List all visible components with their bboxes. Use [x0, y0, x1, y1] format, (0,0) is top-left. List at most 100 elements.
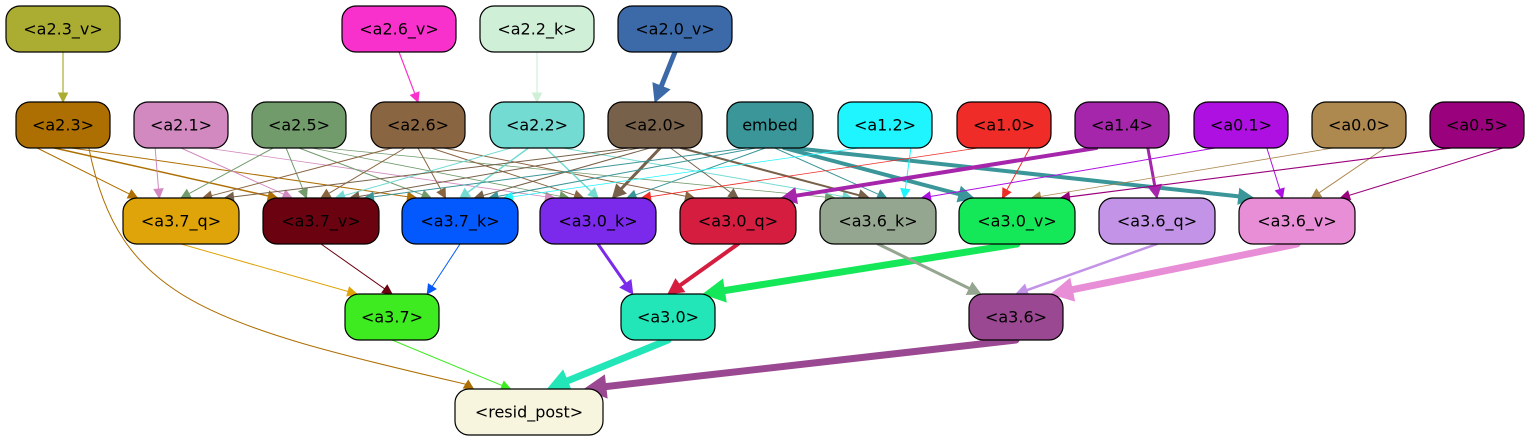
node-a2-6-v[interactable]: <a2.6_v> — [341, 5, 457, 53]
node-label: <a1.0> — [973, 116, 1035, 135]
node-resid-post[interactable]: <resid_post> — [454, 388, 604, 436]
edge-line — [1266, 147, 1281, 190]
node-label: <a2.0_v> — [635, 20, 715, 40]
node-box — [454, 388, 604, 436]
edge-line — [497, 147, 757, 197]
node-label: <a3.7_v> — [281, 212, 361, 232]
edge-line — [1025, 242, 1159, 292]
node-a2-2[interactable]: <a2.2> — [489, 101, 585, 149]
node-a3-7-q[interactable]: <a3.7_q> — [122, 197, 240, 245]
node-box — [726, 101, 814, 149]
node-box — [956, 101, 1052, 149]
node-box — [133, 101, 229, 149]
node-label: <a2.0> — [624, 116, 686, 135]
edge-line — [876, 242, 971, 290]
node-label: <a2.3> — [32, 116, 94, 135]
node-a1-4[interactable]: <a1.4> — [1074, 101, 1170, 149]
edge-a2-2-to-a3-0-k — [544, 147, 599, 199]
edge-arrowhead — [702, 278, 727, 303]
edge-line — [398, 51, 416, 95]
edge-line — [1318, 147, 1386, 194]
edge-line — [88, 147, 467, 385]
node-a1-2[interactable]: <a1.2> — [837, 101, 933, 149]
node-label: <a3.6_q> — [1117, 212, 1197, 232]
node-box — [1193, 101, 1289, 149]
edge-a2-3-v-to-a2-3 — [57, 51, 69, 104]
node-label: <a3.0> — [637, 308, 699, 327]
node-box — [968, 293, 1064, 341]
edge-line — [180, 243, 349, 293]
edge-a1-2-to-a3-6-k — [900, 147, 912, 200]
edge-arrowhead — [320, 188, 332, 199]
edge-line — [602, 336, 1020, 391]
edge-arrowhead — [426, 283, 437, 295]
edge-a0-5-to-a3-0-v — [1059, 147, 1452, 203]
edge-line — [1039, 147, 1334, 197]
edge-arrowhead — [409, 91, 420, 104]
edge-line — [210, 147, 393, 197]
edge-a2-2-to-a3-7-k — [459, 147, 530, 199]
node-a0-1[interactable]: <a0.1> — [1193, 101, 1289, 149]
node-a1-0[interactable]: <a1.0> — [956, 101, 1052, 149]
node-box — [5, 5, 121, 53]
node-a3-7-k[interactable]: <a3.7_k> — [401, 197, 519, 245]
edge-a2-1-to-a3-7-q — [153, 147, 164, 200]
edge-line — [391, 339, 503, 387]
edge-line — [154, 147, 160, 190]
node-box — [370, 101, 466, 149]
node-box — [958, 197, 1076, 245]
node-a0-5[interactable]: <a0.5> — [1429, 101, 1525, 149]
node-a2-6[interactable]: <a2.6> — [370, 101, 466, 149]
node-a3-6-v[interactable]: <a3.6_v> — [1238, 197, 1356, 245]
edge-a2-6-v-to-a2-6 — [398, 51, 420, 104]
edge-line — [320, 243, 386, 290]
node-a2-3[interactable]: <a2.3> — [15, 101, 111, 149]
node-a2-5[interactable]: <a2.5> — [251, 101, 347, 149]
edge-arrowhead — [1001, 187, 1012, 199]
edge-line — [1146, 146, 1157, 188]
node-a3-6-k[interactable]: <a3.6_k> — [819, 197, 937, 245]
node-label: <a2.2_k> — [497, 20, 576, 40]
node-a3-6[interactable]: <a3.6> — [968, 293, 1064, 341]
node-a2-0[interactable]: <a2.0> — [607, 101, 703, 149]
node-a2-1[interactable]: <a2.1> — [133, 101, 229, 149]
node-label: <a2.5> — [268, 116, 330, 135]
node-a2-0-v[interactable]: <a2.0_v> — [617, 5, 733, 53]
edge-line — [71, 147, 409, 198]
node-box — [251, 101, 347, 149]
node-label: <a2.2> — [506, 116, 568, 135]
node-a2-3-v[interactable]: <a2.3_v> — [5, 5, 121, 53]
node-a3-7[interactable]: <a3.7> — [344, 293, 440, 341]
edge-arrowhead — [652, 82, 671, 103]
node-a3-0[interactable]: <a3.0> — [620, 293, 716, 341]
node-label: <a3.7_q> — [141, 212, 221, 232]
node-box — [837, 101, 933, 149]
node-label: <a3.6> — [985, 308, 1047, 327]
node-embed[interactable]: embed — [726, 101, 814, 149]
node-a3-0-v[interactable]: <a3.0_v> — [958, 197, 1076, 245]
edge-arrowhead — [153, 188, 164, 200]
node-a3-6-q[interactable]: <a3.6_q> — [1098, 197, 1216, 245]
node-a3-0-k[interactable]: <a3.0_k> — [539, 197, 657, 245]
edge-line — [285, 147, 304, 191]
edge-arrowhead — [297, 187, 308, 200]
edge-line — [794, 146, 1099, 198]
edge-arrowhead — [459, 187, 472, 199]
node-box — [401, 197, 519, 245]
edge-line — [720, 240, 1021, 295]
node-label: <resid_post> — [475, 403, 583, 423]
edge-arrowhead — [727, 188, 739, 199]
edge-a0-5-to-a3-6-v — [1339, 147, 1504, 201]
edge-a3-0-v-to-a3-0 — [702, 240, 1021, 303]
edge-arrowhead — [1274, 187, 1285, 200]
node-a3-7-v[interactable]: <a3.7_v> — [262, 197, 380, 245]
edge-line — [431, 243, 461, 287]
edge-a3-7-to-resid-post — [391, 339, 512, 391]
node-label: <a3.0_v> — [977, 212, 1057, 232]
node-a3-0-q[interactable]: <a3.0_q> — [679, 197, 797, 245]
edge-line — [658, 49, 678, 89]
node-a0-0[interactable]: <a0.0> — [1311, 101, 1407, 149]
node-a2-2-k[interactable]: <a2.2_k> — [479, 5, 595, 53]
edge-arrowhead — [180, 188, 192, 199]
